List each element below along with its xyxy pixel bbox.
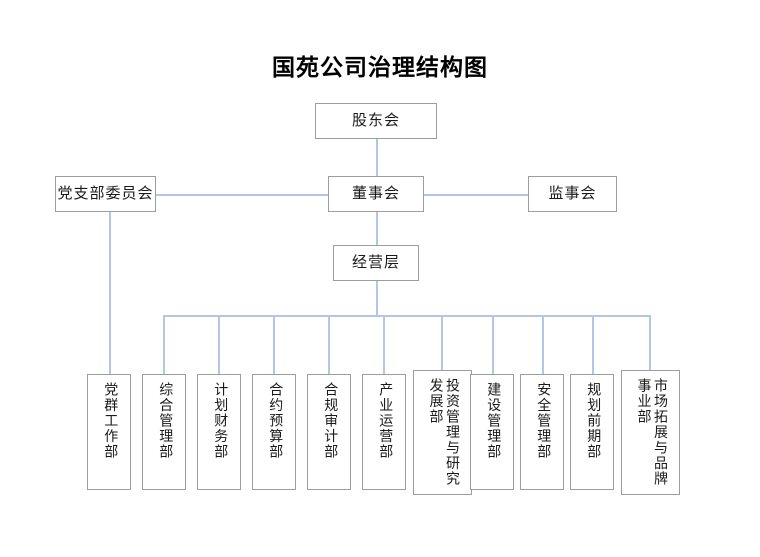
node-department-compliance-audit-label: 合规审计部 bbox=[322, 382, 338, 460]
node-department-contract-budget[interactable]: 合约预算部 bbox=[252, 374, 296, 490]
node-department-safety-management[interactable]: 安全管理部 bbox=[520, 374, 564, 490]
node-department-planning-preliminary[interactable]: 规划前期部 bbox=[570, 374, 614, 490]
node-department-investment-research-development-label: 投资管理与研究 发展部 bbox=[427, 378, 460, 487]
node-department-contract-budget-label: 合约预算部 bbox=[267, 382, 283, 460]
connector-management-to-bus bbox=[376, 281, 378, 316]
node-management-level-label: 经营层 bbox=[351, 254, 400, 271]
node-department-general-administration[interactable]: 综合管理部 bbox=[142, 374, 186, 490]
node-department-general-administration-label: 综合管理部 bbox=[157, 382, 173, 460]
connector-bus-to-dept-3 bbox=[273, 315, 275, 374]
connector-bus-to-dept-5 bbox=[383, 315, 385, 374]
node-department-safety-management-label: 安全管理部 bbox=[535, 382, 551, 460]
node-party-branch-committee[interactable]: 党支部委员会 bbox=[55, 176, 156, 212]
node-department-construction-management[interactable]: 建设管理部 bbox=[470, 374, 514, 490]
node-department-investment-research-development[interactable]: 投资管理与研究 发展部 bbox=[413, 370, 472, 495]
node-shareholders-meeting[interactable]: 股东会 bbox=[315, 103, 437, 139]
node-shareholders-meeting-label: 股东会 bbox=[351, 112, 400, 129]
connector-party-to-dept-0 bbox=[109, 212, 111, 374]
connector-bus-to-dept-9 bbox=[592, 315, 594, 374]
connector-department-bus bbox=[163, 315, 650, 317]
node-department-compliance-audit[interactable]: 合规审计部 bbox=[307, 374, 351, 490]
connector-bus-to-dept-1 bbox=[163, 315, 165, 374]
connector-bus-to-dept-8 bbox=[542, 315, 544, 374]
node-board-of-directors-label: 董事会 bbox=[351, 185, 400, 202]
node-management-level[interactable]: 经营层 bbox=[333, 245, 419, 281]
connector-board-to-supervisors bbox=[424, 194, 528, 196]
node-department-party-mass-work-label: 党群工作部 bbox=[102, 382, 118, 460]
connector-bus-to-dept-2 bbox=[218, 315, 220, 374]
node-department-planning-preliminary-label: 规划前期部 bbox=[585, 382, 601, 460]
connector-party-to-board bbox=[156, 194, 328, 196]
node-department-planning-finance[interactable]: 计划财务部 bbox=[197, 374, 241, 490]
node-department-party-mass-work[interactable]: 党群工作部 bbox=[87, 374, 131, 490]
page-title: 国苑公司治理结构图 bbox=[272, 55, 488, 80]
node-department-construction-management-label: 建设管理部 bbox=[485, 382, 501, 460]
node-board-of-supervisors-label: 监事会 bbox=[548, 185, 597, 202]
connector-board-to-management bbox=[376, 212, 378, 245]
node-board-of-supervisors[interactable]: 监事会 bbox=[528, 176, 617, 212]
node-department-planning-finance-label: 计划财务部 bbox=[212, 382, 228, 460]
node-department-industry-operations-label: 产业运营部 bbox=[377, 382, 393, 460]
connector-bus-to-dept-10 bbox=[649, 315, 651, 370]
connector-shareholders-to-board bbox=[376, 139, 378, 183]
connector-bus-to-dept-6 bbox=[441, 315, 443, 370]
node-department-marketing-brand-business-label: 市场拓展与品牌 事业部 bbox=[635, 378, 668, 487]
node-department-industry-operations[interactable]: 产业运营部 bbox=[362, 374, 406, 490]
connector-bus-to-dept-4 bbox=[328, 315, 330, 374]
node-party-branch-committee-label: 党支部委员会 bbox=[57, 185, 154, 202]
node-department-marketing-brand-business[interactable]: 市场拓展与品牌 事业部 bbox=[621, 370, 680, 495]
connector-bus-to-dept-7 bbox=[492, 315, 494, 374]
node-board-of-directors[interactable]: 董事会 bbox=[328, 176, 424, 212]
